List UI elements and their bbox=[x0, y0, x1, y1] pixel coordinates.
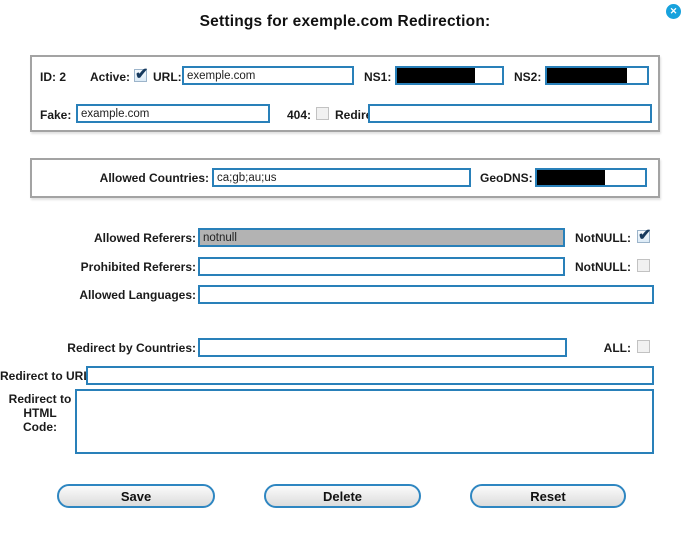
delete-button[interactable]: Delete bbox=[264, 484, 421, 508]
id-value: 2 bbox=[59, 70, 67, 84]
page-title: Settings for exemple.com Redirection: bbox=[199, 13, 491, 30]
active-label: Active: bbox=[90, 70, 131, 84]
id-label: ID: 2 bbox=[40, 70, 67, 84]
allowed-notnull-label: NotNULL: bbox=[575, 231, 631, 245]
allowed-countries-label: Allowed Countries: bbox=[99, 171, 209, 185]
allowed-languages-input[interactable] bbox=[198, 285, 654, 304]
ns1-redaction-bar bbox=[397, 68, 475, 83]
active-checkbox[interactable] bbox=[134, 64, 148, 84]
ns2-label: NS2: bbox=[514, 70, 542, 84]
general-settings-box: ID: 2 Active: URL: NS1: NS2: Fake: 404: … bbox=[30, 55, 660, 132]
url-input[interactable] bbox=[182, 66, 354, 85]
redirect-to-html-label: Redirect to HTML Code: bbox=[8, 392, 72, 434]
geo-settings-box: Allowed Countries: GeoDNS: bbox=[30, 158, 660, 198]
prohibited-referers-label: Prohibited Referers: bbox=[80, 260, 196, 274]
redirect-to-html-textarea[interactable] bbox=[75, 389, 654, 454]
prohibited-referers-input[interactable] bbox=[198, 257, 565, 276]
redirect-input[interactable] bbox=[368, 104, 652, 123]
prohibited-notnull-checkbox[interactable] bbox=[637, 259, 650, 272]
redirect-by-countries-label: Redirect by Countries: bbox=[67, 341, 196, 355]
geodns-redaction-bar bbox=[537, 170, 605, 185]
ns2-redaction-bar bbox=[547, 68, 627, 83]
ns2-field bbox=[545, 66, 649, 85]
redirect-by-countries-input[interactable] bbox=[198, 338, 567, 357]
redirect-to-url-input[interactable] bbox=[86, 366, 654, 385]
allowed-countries-input[interactable] bbox=[212, 168, 471, 187]
404-label: 404: bbox=[287, 108, 312, 122]
allowed-referers-input[interactable] bbox=[198, 228, 565, 247]
ns1-label: NS1: bbox=[364, 70, 392, 84]
ns1-field bbox=[395, 66, 504, 85]
save-button[interactable]: Save bbox=[57, 484, 215, 508]
allowed-notnull-checkbox[interactable] bbox=[637, 225, 651, 245]
url-label: URL: bbox=[153, 70, 182, 84]
fake-label: Fake: bbox=[40, 108, 72, 122]
404-checkbox[interactable] bbox=[316, 107, 329, 120]
close-icon[interactable]: ✕ bbox=[666, 4, 681, 19]
all-label: ALL: bbox=[603, 341, 631, 355]
geodns-label: GeoDNS: bbox=[480, 171, 533, 185]
allowed-languages-label: Allowed Languages: bbox=[79, 288, 196, 302]
fake-input[interactable] bbox=[76, 104, 270, 123]
allowed-referers-label: Allowed Referers: bbox=[93, 231, 196, 245]
prohibited-notnull-label: NotNULL: bbox=[575, 260, 631, 274]
reset-button[interactable]: Reset bbox=[470, 484, 626, 508]
all-checkbox[interactable] bbox=[637, 340, 650, 353]
redirect-to-url-label: Redirect to URL: bbox=[0, 369, 95, 383]
geodns-field bbox=[535, 168, 647, 187]
